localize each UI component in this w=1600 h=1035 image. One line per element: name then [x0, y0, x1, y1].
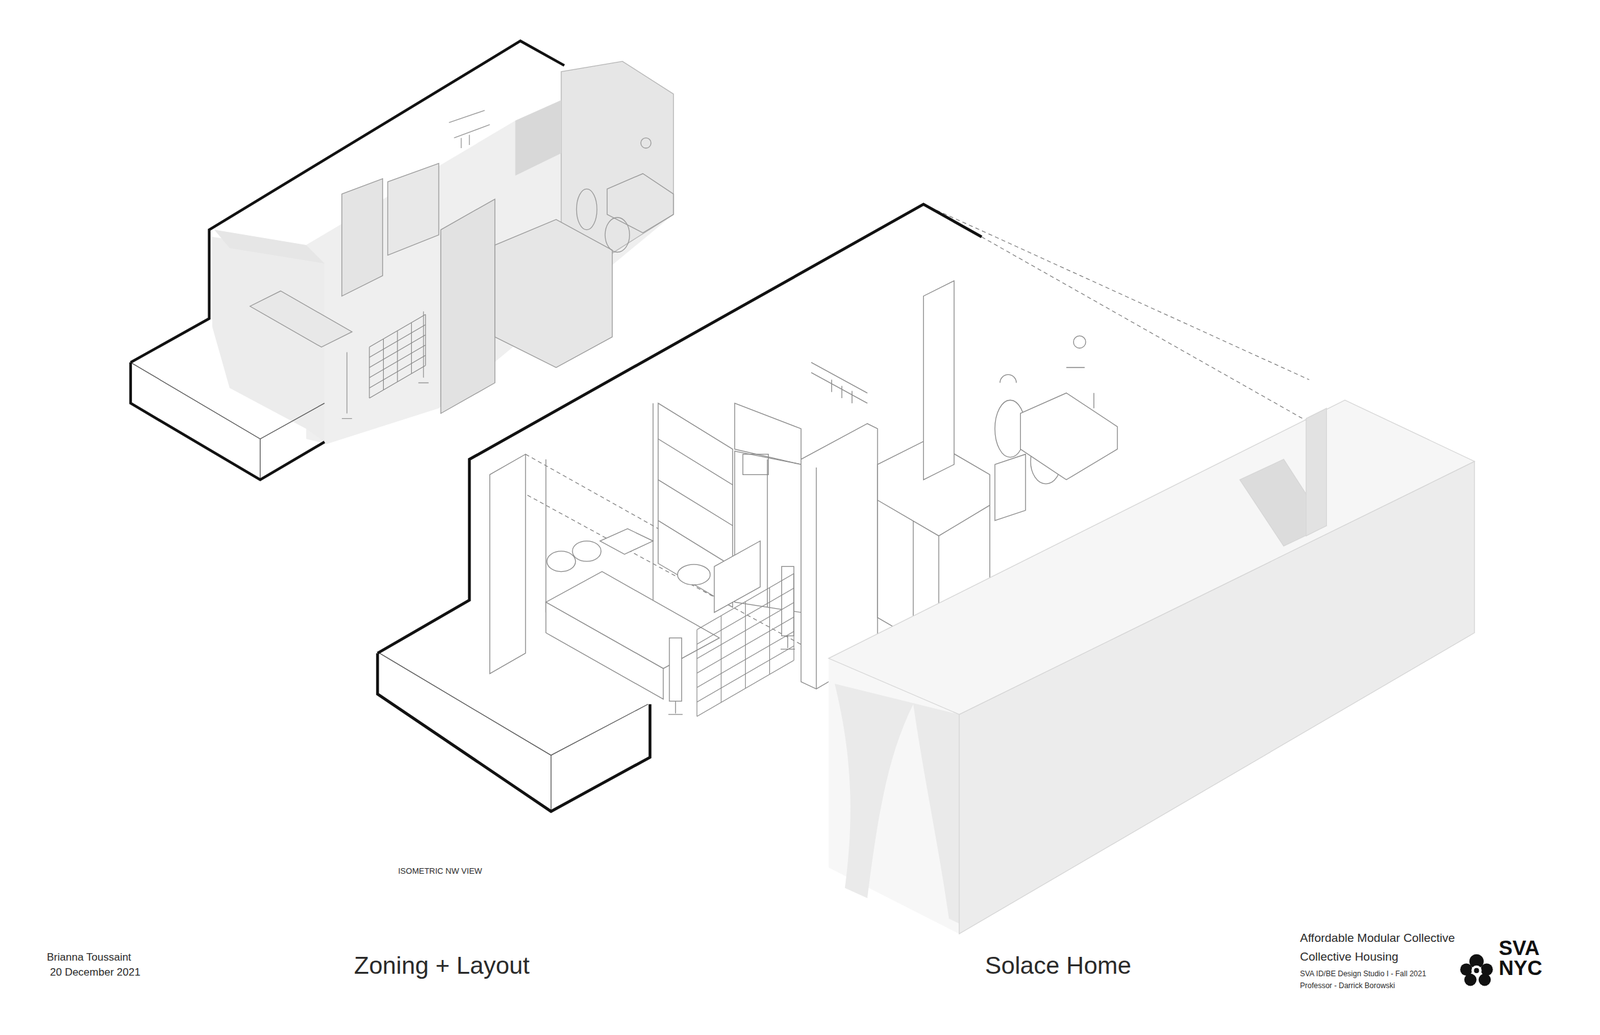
course-note: SVA ID/BE Design Studio I - Fall 2021: [1300, 969, 1427, 979]
shelf-line: [369, 324, 426, 357]
cube-shelf: [369, 314, 426, 399]
zoning-model: [130, 41, 674, 480]
wall-block: [828, 400, 1475, 934]
shelf-line: [369, 345, 426, 378]
shelf-line: [369, 365, 426, 399]
shelf-line: [696, 660, 794, 717]
shelf-line: [369, 335, 426, 368]
shelf-line: [696, 602, 794, 659]
shelf-line: [696, 631, 794, 688]
shelf-line: [696, 616, 794, 674]
project-title: Collective Housing: [1300, 950, 1399, 965]
professor-note: Professor - Darrick Borowski: [1300, 981, 1395, 990]
shelf-line: [696, 588, 794, 645]
cube-shelf: [696, 573, 794, 717]
logo-text: NYC: [1498, 957, 1543, 979]
logo-text: SVA: [1498, 937, 1540, 959]
shelf-line: [696, 645, 794, 702]
sheet-title: Zoning + Layout: [354, 951, 530, 981]
shelf-line: [396, 330, 398, 382]
shelf-line: [369, 314, 426, 347]
view-label: ISOMETRIC NW VIEW: [398, 866, 482, 877]
sva-logo-mark: [1460, 954, 1493, 987]
author-name: Brianna Toussaint: [46, 951, 132, 964]
sheet-title: Solace Home: [985, 951, 1132, 981]
project-title: Affordable Modular Collective: [1300, 931, 1455, 946]
shelf-line: [425, 314, 426, 366]
date: 20 December 2021: [50, 966, 141, 979]
shelf-line: [383, 338, 384, 390]
shelf-line: [696, 573, 794, 630]
shelf-line: [411, 322, 412, 374]
shelf-line: [369, 355, 426, 388]
shelf-line: [368, 346, 370, 399]
